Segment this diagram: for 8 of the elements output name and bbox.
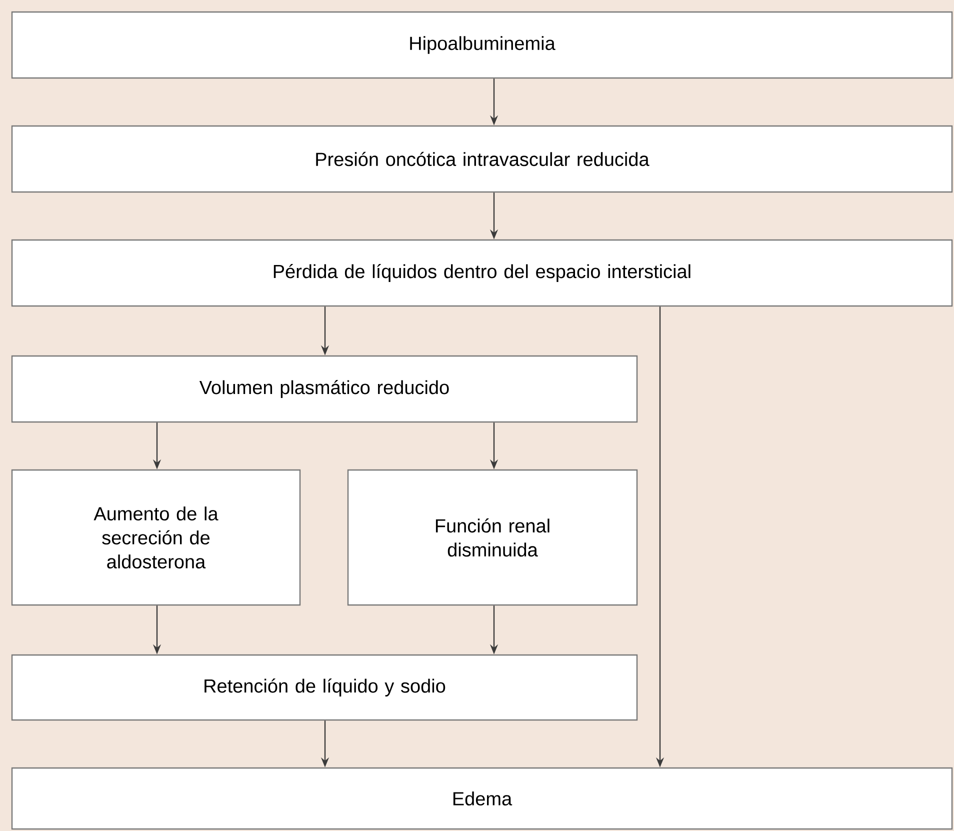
process-box: Volumen plasmático reducido	[11, 355, 638, 423]
process-box: Pérdida de líquidos dentro del espacio intersticial	[11, 239, 953, 307]
process-box: Aumento de la secreción de aldosterona	[11, 469, 301, 606]
process-box: Función renal disminuida	[347, 469, 638, 606]
process-box: Hipoalbuminemia	[11, 11, 953, 79]
process-box: Presión oncótica intravascular reducida	[11, 125, 953, 193]
process-box: Retención de líquido y sodio	[11, 654, 638, 721]
process-box: Edema	[11, 767, 953, 830]
